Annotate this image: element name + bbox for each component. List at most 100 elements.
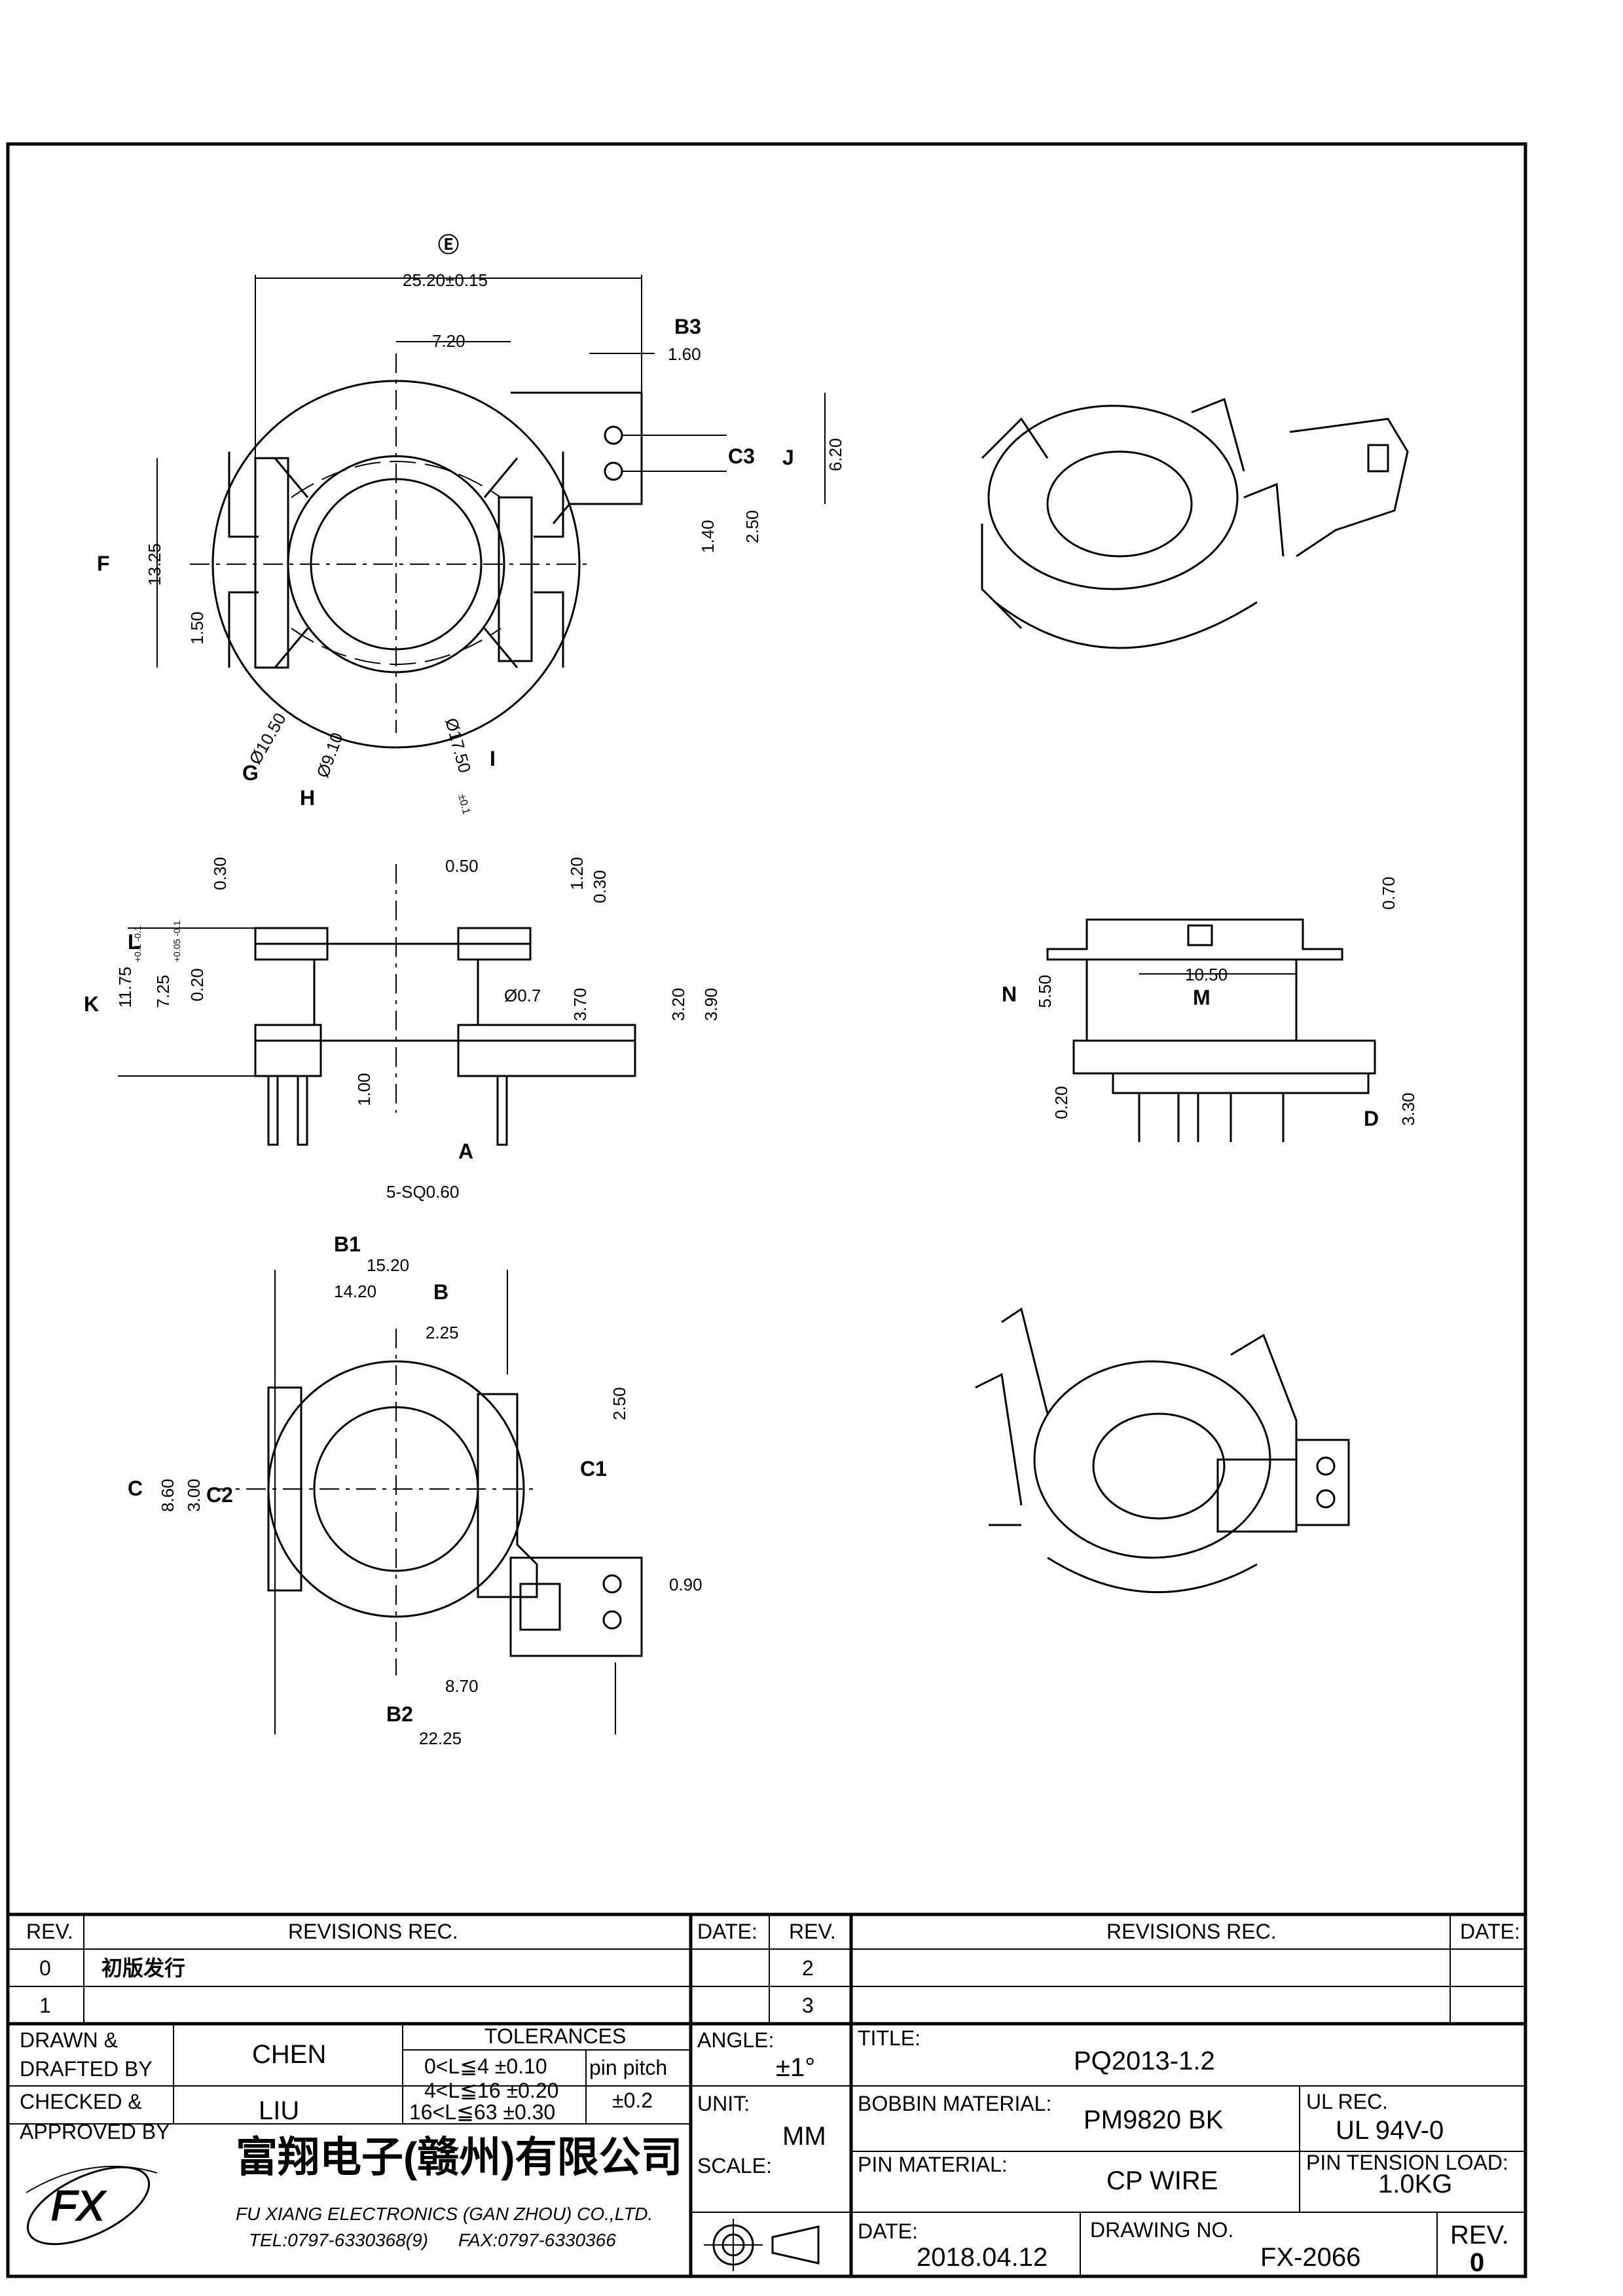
sheet-border: [6, 142, 1527, 2278]
callout-h: H: [300, 786, 315, 810]
dim-11-75: 11.75: [115, 967, 135, 1008]
title-value: PQ2013-1.2: [1074, 2047, 1215, 2075]
company-name-en: FU XIANG ELECTRONICS (GAN ZHOU) CO.,LTD.: [236, 2204, 653, 2224]
dim-10-50: 10.50: [1185, 965, 1228, 984]
side-view: 0.70 N 5.50 10.50 M 0.20 D 3.30: [1002, 876, 1418, 1142]
dim-1-20: 1.20: [567, 857, 587, 890]
bobbin-value: PM9820 BK: [1084, 2106, 1224, 2134]
tolerance-3: 16<L≦63 ±0.30: [409, 2100, 555, 2124]
dim-5-50: 5.50: [1035, 975, 1055, 1008]
unit-label: UNIT:: [697, 2092, 750, 2115]
dim-dia-i-tol: ±0.1: [456, 793, 471, 816]
isometric-view-top: [981, 397, 1409, 649]
dim-7-20: 7.20: [432, 331, 465, 351]
date-header-right: DATE:: [1460, 1920, 1520, 1943]
dim-1-60: 1.60: [668, 344, 701, 364]
callout-c3: C3: [728, 444, 755, 468]
callout-l: L: [128, 930, 141, 954]
svg-text:Ⓔ: Ⓔ: [438, 233, 459, 257]
angle-label: ANGLE:: [697, 2028, 774, 2052]
dim-7-25-tol: +0.05 -0.1: [172, 920, 182, 962]
dim-1-00: 1.00: [354, 1073, 374, 1106]
callout-b3: B3: [674, 315, 701, 338]
callout-b: B: [433, 1280, 448, 1304]
dim-2-50: 2.50: [610, 1387, 629, 1420]
pin-pitch-label: pin pitch: [589, 2056, 667, 2079]
dim-0-20: 0.20: [187, 968, 207, 1001]
ul-value: UL 94V-0: [1336, 2116, 1444, 2145]
drawing-no-value: FX-2066: [1260, 2243, 1360, 2272]
dim-0-70: 0.70: [1379, 876, 1398, 910]
dim-dia-g: Ø10.50: [245, 709, 290, 768]
isometric-view-bottom: [975, 1307, 1350, 1594]
pin-material-value: CP WIRE: [1106, 2166, 1218, 2195]
checked-label-2: APPROVED BY: [20, 2120, 170, 2144]
dim-11-75-tol: +0.1 -0.1: [132, 925, 143, 962]
tolerances-header: TOLERANCES: [484, 2024, 626, 2048]
pin-pitch-value: ±0.2: [612, 2089, 653, 2112]
scale-label: SCALE:: [697, 2154, 772, 2178]
dim-dia-h: Ø9.10: [312, 730, 346, 780]
angle-value: ±1°: [776, 2053, 815, 2082]
rev-row-0-text: 初版发行: [101, 1956, 185, 1980]
callout-j: J: [782, 446, 794, 469]
callout-d: D: [1364, 1107, 1379, 1130]
rev-label: REV.: [1450, 2221, 1509, 2250]
ul-label: UL REC.: [1306, 2090, 1388, 2113]
revisions-header-left: REVISIONS REC.: [288, 1920, 458, 1943]
rev-row-1: 1: [39, 1994, 51, 2017]
drawing-no-label: DRAWING NO.: [1090, 2218, 1233, 2242]
logo-text: FX: [51, 2182, 106, 2229]
dim-2-25: 2.25: [426, 1323, 459, 1342]
bottom-view: B1 15.20 14.20 B 2.25 2.50 C1 C 8.60 3.0…: [128, 1232, 702, 1748]
date-header-left: DATE:: [697, 1920, 757, 1943]
callout-a: A: [458, 1139, 473, 1163]
dim-22-25: 22.25: [419, 1729, 462, 1748]
bobbin-label: BOBBIN MATERIAL:: [858, 2092, 1051, 2115]
checked-value: LIU: [259, 2096, 299, 2125]
front-view: 0.30 0.50 1.20 0.30 L K 0.20 7.25 +0.05 …: [84, 856, 721, 1202]
pin-tension-label: PIN TENSION LOAD:: [1306, 2151, 1508, 2174]
dim-dia-i: Ø17.50: [441, 716, 475, 775]
checked-label-1: CHECKED &: [20, 2090, 142, 2113]
company-fax: FAX:0797-6330366: [458, 2230, 616, 2250]
dim-0-30-a: 0.30: [210, 857, 230, 890]
company-tel: TEL:0797-6330368(9): [249, 2230, 428, 2250]
dim-0-90: 0.90: [669, 1575, 702, 1594]
dim-15-20: 15.20: [367, 1255, 409, 1275]
dim-0-50: 0.50: [445, 856, 479, 876]
date-label: DATE:: [858, 2219, 918, 2243]
drawn-label-2: DRAFTED BY: [20, 2057, 153, 2081]
dim-14-20: 14.20: [334, 1282, 376, 1301]
callout-g: G: [242, 761, 259, 785]
callout-i: I: [490, 747, 496, 770]
top-view: Ⓔ 25.20±0.15 7.20 1.60 B3 C3 J 6.20 1.40…: [97, 233, 845, 816]
dim-2-50: 2.50: [742, 510, 762, 543]
callout-m: M: [1193, 986, 1211, 1009]
tolerance-1: 0<L≦4 ±0.10: [424, 2054, 547, 2078]
dim-3-00: 3.00: [184, 1479, 204, 1512]
dim-pin-dia: Ø0.7: [504, 986, 541, 1005]
dim-8-70: 8.70: [445, 1676, 479, 1696]
dim-width-e: 25.20±0.15: [403, 270, 488, 290]
revisions-header-right: REVISIONS REC.: [1106, 1920, 1277, 1943]
company-logo: FX: [26, 2166, 158, 2246]
dim-7-25: 7.25: [153, 975, 173, 1008]
pin-material-label: PIN MATERIAL:: [858, 2153, 1008, 2176]
rev-value: 0: [1470, 2248, 1484, 2277]
callout-k: K: [84, 992, 99, 1016]
tolerance-2: 4<L≦16 ±0.20: [424, 2079, 558, 2102]
dim-pins: 5-SQ0.60: [386, 1182, 459, 1202]
dim-0-30-b: 0.30: [590, 870, 610, 903]
callout-c2: C2: [206, 1483, 233, 1507]
projection-symbol: [704, 2219, 820, 2271]
date-value: 2018.04.12: [917, 2243, 1048, 2272]
title-block: REV. REVISIONS REC. DATE: REV. REVISIONS…: [8, 1912, 1525, 2277]
dim-3-90: 3.90: [701, 988, 721, 1021]
callout-c1: C1: [580, 1457, 607, 1480]
dim-13-25: 13.25: [145, 543, 164, 586]
dim-0-20-side: 0.20: [1051, 1086, 1071, 1119]
dim-6-20: 6.20: [826, 438, 845, 471]
rev-row-3: 3: [802, 1994, 814, 2017]
